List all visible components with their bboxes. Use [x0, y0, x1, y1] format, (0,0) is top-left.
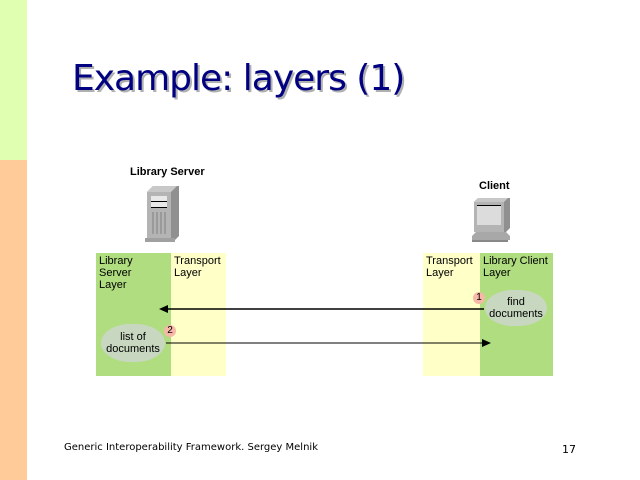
bubble-line2: documents — [106, 343, 160, 355]
bubble-line1: find — [507, 296, 525, 308]
layer-label-line2: Layer — [174, 267, 202, 279]
bubble-line2: documents — [489, 308, 543, 320]
list-of-documents-bubble: list of documents — [101, 324, 165, 362]
sidebar-accent-top — [0, 0, 27, 160]
layer-label-line2: Layer — [99, 279, 127, 291]
layer-label-line1: Library Server — [99, 255, 133, 279]
layer-label-line1: Transport — [174, 255, 221, 267]
server-label: Library Server — [130, 166, 205, 178]
footer-text: Generic Interoperability Framework. Serg… — [64, 442, 318, 453]
desktop-computer-icon — [472, 198, 510, 242]
step-badge-2: 2 — [164, 325, 176, 337]
step-badge-1: 1 — [473, 292, 485, 304]
request-arrowhead — [159, 305, 168, 313]
client-transport-layer: Transport Layer — [423, 253, 480, 376]
layer-label-line1: Transport — [426, 255, 473, 267]
server-tower-icon — [145, 186, 179, 242]
sidebar-accent-bottom — [0, 160, 27, 480]
response-arrowhead — [482, 339, 491, 347]
layer-label-line1: Library Client — [483, 255, 548, 267]
layer-label-line2: Layer — [483, 267, 511, 279]
find-documents-bubble: find documents — [485, 290, 547, 326]
bubble-line1: list of — [120, 331, 146, 343]
page-number: 17 — [562, 443, 576, 456]
client-label: Client — [479, 180, 510, 192]
slide-title: Example: layers (1) — [72, 58, 405, 99]
layer-label-line2: Layer — [426, 267, 454, 279]
server-transport-layer: Transport Layer — [171, 253, 226, 376]
